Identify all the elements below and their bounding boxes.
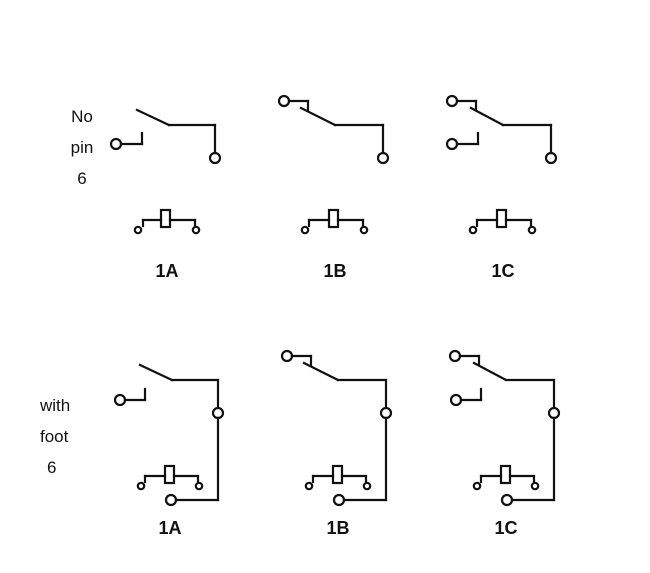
symbol-1a-with-foot: 1A [113,363,225,538]
variant-label: 1C [494,518,517,538]
switch-contact [109,108,222,165]
symbol-1b-with-foot: 1B [280,349,393,538]
relay-coil [136,464,204,491]
row-label-with-foot-6: with foot 6 [40,390,86,483]
switch-contact [448,349,561,507]
switch-contact [113,363,225,507]
switch-contact [277,94,390,165]
relay-coil [133,208,201,235]
switch-contact [280,349,393,507]
variant-label: 1B [326,518,349,538]
switch-contact [445,94,558,165]
row-label-line: No [71,107,93,126]
variant-label: 1A [155,261,178,281]
row-label-line: 6 [77,169,87,188]
symbol-1b-no-pin: 1B [277,94,390,281]
relay-coil [300,208,369,235]
relay-coil [472,464,540,491]
variant-label: 1A [158,518,181,538]
row-label-line: pin [70,138,94,157]
symbol-1c-no-pin: 1C [445,94,558,281]
symbol-1c-with-foot: 1C [448,349,561,538]
row-label-line: with [40,396,71,415]
variant-label: 1B [323,261,346,281]
symbol-1a-no-pin: 1A [109,108,222,281]
row-label-no-pin-6: No pin 6 [62,101,102,194]
variant-label: 1C [491,261,514,281]
relay-coil [468,208,537,235]
row-label-line: foot [40,427,69,446]
relay-coil [304,464,372,491]
row-label-line: 6 [47,458,57,477]
